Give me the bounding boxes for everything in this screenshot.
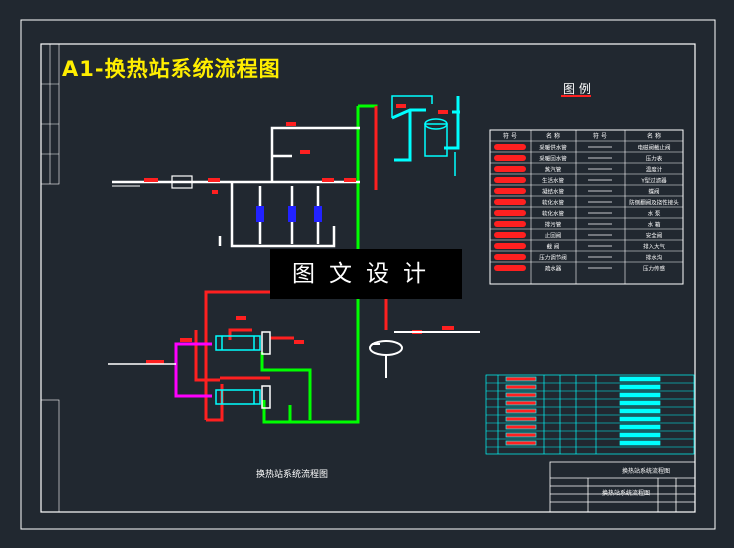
legend-symbol-swatch bbox=[494, 254, 526, 260]
legend-left-name: 压力调节阀 bbox=[539, 254, 567, 262]
legend-right-name: 蝶阀 bbox=[648, 188, 659, 196]
heat-exchanger-lower bbox=[215, 385, 271, 409]
equipment-spec-cell bbox=[619, 392, 661, 398]
legend-right-name: 水 箱 bbox=[648, 221, 661, 229]
equipment-table bbox=[485, 374, 695, 455]
equipment-spec-cell bbox=[619, 440, 661, 446]
legend-left-name: 采暖供水管 bbox=[539, 144, 567, 152]
legend-right-name: 温度计 bbox=[646, 166, 663, 174]
legend-left-name: 蒸汽管 bbox=[545, 166, 562, 174]
equipment-spec-cell bbox=[619, 432, 661, 438]
equipment-name-cell bbox=[505, 408, 537, 414]
legend-symbol-swatch bbox=[494, 232, 526, 238]
equipment-name-cell bbox=[505, 392, 537, 398]
equipment-name-cell bbox=[505, 400, 537, 406]
legend-right-name: Y型过滤器 bbox=[640, 177, 667, 185]
distribution-header bbox=[112, 126, 360, 248]
heat-exchanger-upper bbox=[215, 331, 271, 355]
legend-symbol-swatch bbox=[494, 188, 526, 194]
legend-symbol-swatch bbox=[494, 199, 526, 205]
inner-frame bbox=[40, 43, 696, 513]
legend-header-cell: 符 号 bbox=[503, 132, 517, 140]
binding-margin bbox=[40, 43, 60, 513]
legend-left-name: 排污管 bbox=[545, 221, 562, 229]
equipment-spec-cell bbox=[619, 408, 661, 414]
title-block-main: 换热站系统流程图 bbox=[622, 468, 671, 475]
instrument-tags bbox=[144, 104, 454, 364]
watermark-banner: 图文设计 bbox=[270, 249, 462, 299]
legend-symbol-swatch bbox=[494, 221, 526, 227]
legend-right-name: 安全阀 bbox=[646, 232, 663, 240]
drawing-title: A1-换热站系统流程图 bbox=[62, 57, 281, 81]
legend-left-name: 生活水管 bbox=[542, 177, 565, 185]
equipment-spec-cell bbox=[619, 424, 661, 430]
equipment-spec-cell bbox=[619, 384, 661, 390]
legend-left-name: 软化水管 bbox=[542, 210, 565, 218]
title-block bbox=[549, 461, 696, 513]
equipment-name-cell bbox=[505, 432, 537, 438]
softened-water-pipe bbox=[174, 342, 212, 398]
legend-symbol-swatch bbox=[494, 243, 526, 249]
legend-left-name: 凝结水管 bbox=[542, 188, 565, 196]
legend-symbol-swatch bbox=[494, 177, 526, 183]
equipment-name-cell bbox=[505, 376, 537, 382]
legend-right-name: 电磁阀截止阀 bbox=[637, 144, 670, 152]
legend-header-cell: 名 称 bbox=[647, 132, 661, 140]
legend-left-name: 采暖回水管 bbox=[539, 155, 567, 163]
equipment-name-cell bbox=[505, 440, 537, 446]
legend-right-name: 压力传感 bbox=[643, 265, 666, 273]
legend-symbol-swatch bbox=[494, 265, 526, 271]
legend-right-name: 水 泵 bbox=[648, 210, 661, 218]
legend-left-name: 软化水管 bbox=[542, 199, 565, 207]
steam-supply-header bbox=[391, 95, 433, 118]
title-block-sub: 换热站系统流程图 bbox=[602, 490, 651, 497]
outlet-branch bbox=[369, 331, 480, 378]
legend-symbol-swatch bbox=[494, 166, 526, 172]
equipment-name-cell bbox=[505, 416, 537, 422]
equipment-spec-cell bbox=[619, 376, 661, 382]
distribution-pumps bbox=[171, 175, 322, 222]
legend-symbol-swatch bbox=[494, 155, 526, 161]
legend-right-name: 排入大气 bbox=[643, 243, 666, 251]
legend-right-name: 压力表 bbox=[646, 155, 663, 163]
equipment-spec-cell bbox=[619, 416, 661, 422]
legend-symbol-swatch bbox=[494, 144, 526, 150]
legend-left-name: 疏水器 bbox=[545, 265, 562, 273]
legend-symbol-swatch bbox=[494, 210, 526, 216]
legend-left-name: 止回阀 bbox=[545, 232, 562, 240]
legend-right-name: 防侧翻阀及挠性接头 bbox=[629, 199, 679, 207]
legend-title: 图 例 bbox=[563, 82, 591, 96]
legend-header-cell: 符 号 bbox=[593, 132, 607, 140]
equipment-spec-cell bbox=[619, 400, 661, 406]
steam-pipes bbox=[391, 96, 460, 176]
equipment-name-cell bbox=[505, 424, 537, 430]
equipment-name-cell bbox=[505, 384, 537, 390]
drawing-caption: 换热站系统流程图 bbox=[256, 470, 329, 480]
legend-header-cell: 名 称 bbox=[546, 132, 560, 140]
legend-left-name: 截 阀 bbox=[547, 243, 560, 251]
legend-right-name: 排水沟 bbox=[646, 254, 663, 262]
outer-border bbox=[20, 19, 716, 530]
